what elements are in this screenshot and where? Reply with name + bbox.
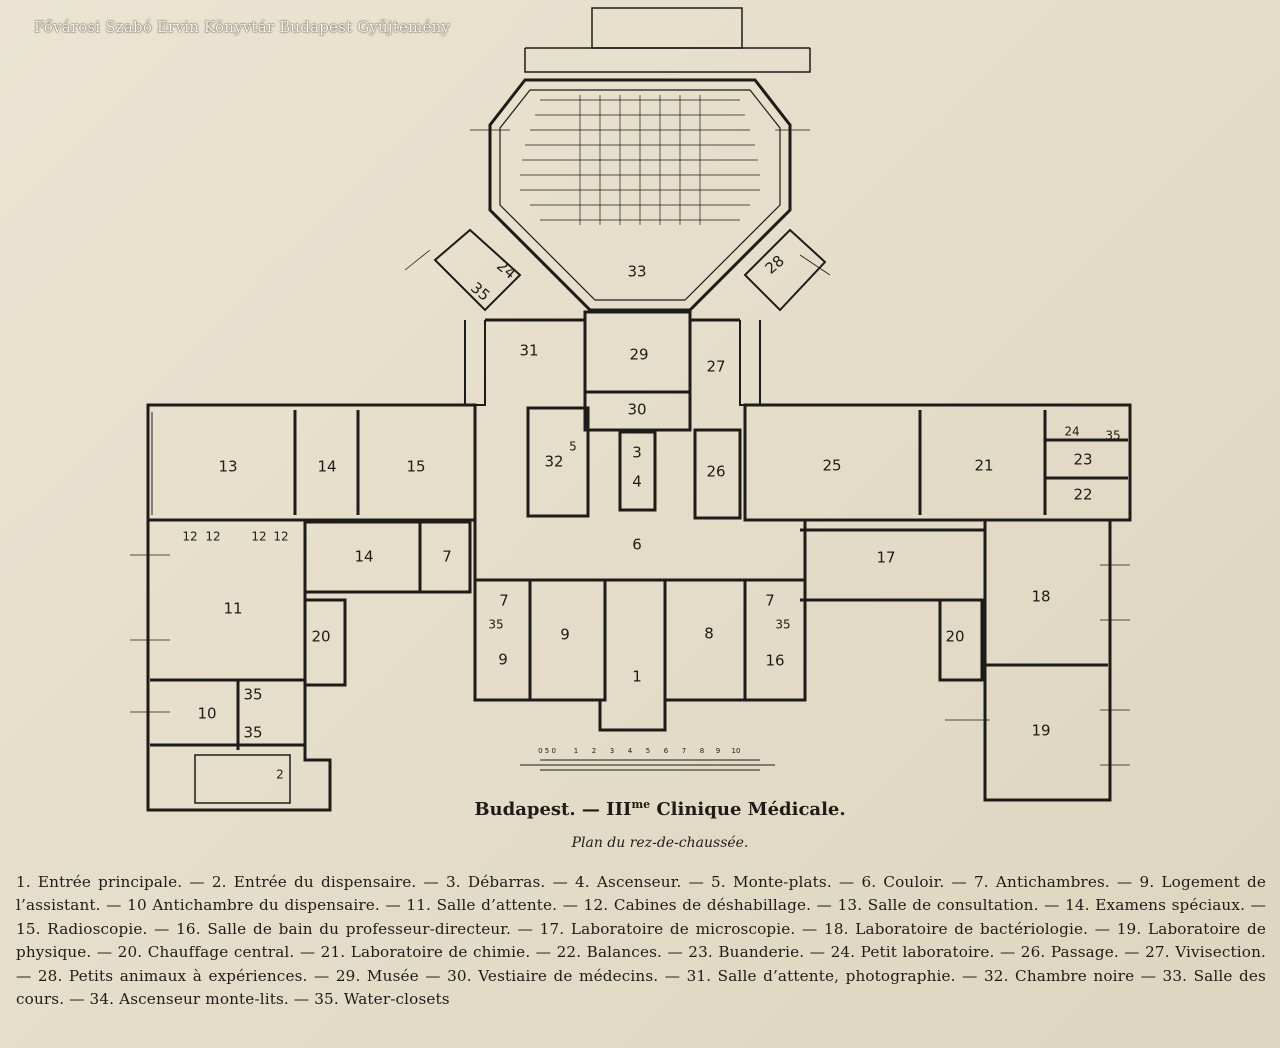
lecture-hall-seating xyxy=(520,95,760,225)
room-32-label: 32 xyxy=(544,453,563,471)
room-14-label-top: 14 xyxy=(317,458,336,476)
room-20-label-left: 20 xyxy=(311,628,330,646)
room-12b-label: 12 xyxy=(205,530,220,544)
plan-walls xyxy=(146,7,1132,812)
room-27-label: 27 xyxy=(706,358,725,376)
scale-tick-10: 10 xyxy=(732,747,741,755)
room-24-label-right: 24 xyxy=(1064,425,1079,439)
plan-title-rest: Clinique Médicale. xyxy=(650,799,846,820)
room-7-label-center-left: 7 xyxy=(499,592,509,610)
scale-bar-labels: 0 5 0 1 2 3 4 5 6 7 8 9 10 xyxy=(538,747,740,755)
scale-tick-2: 2 xyxy=(592,747,596,755)
plan-subtitle: Plan du rez-de-chaussée. xyxy=(571,835,749,851)
room-35-label-center-left: 35 xyxy=(488,618,503,632)
room-35-label-lower-b: 35 xyxy=(243,724,262,742)
room-21-label: 21 xyxy=(974,457,993,475)
room-8-label: 8 xyxy=(704,625,714,643)
room-10-label: 10 xyxy=(197,705,216,723)
scale-tick-7: 7 xyxy=(682,747,686,755)
library-watermark: Fővárosi Szabó Ervin Könyvtár Budapest G… xyxy=(34,18,451,36)
dimension-marks xyxy=(130,129,1130,766)
scale-tick-0: 0 5 0 xyxy=(538,747,556,755)
room-14-label-bottom: 14 xyxy=(354,548,373,566)
room-9-label-small: 9 xyxy=(498,651,508,669)
room-35-label-top: 35 xyxy=(467,279,493,305)
room-23-label: 23 xyxy=(1073,451,1092,469)
scale-tick-1: 1 xyxy=(574,747,578,755)
plan-title: Budapest. — IIIme Clinique Médicale. xyxy=(0,798,1280,820)
room-7-label-left: 7 xyxy=(442,548,452,566)
room-legend: 1. Entrée principale. — 2. Entrée du dis… xyxy=(16,873,1266,1009)
room-31-label: 31 xyxy=(519,342,538,360)
room-20-label-right: 20 xyxy=(945,628,964,646)
room-35-label-lower-a: 35 xyxy=(243,686,262,704)
room-30-label: 30 xyxy=(627,401,646,419)
room-3-label: 3 xyxy=(632,444,642,462)
scale-tick-9: 9 xyxy=(716,747,720,755)
scale-tick-3: 3 xyxy=(610,747,614,755)
room-6-label: 6 xyxy=(632,536,642,554)
room-16-label: 16 xyxy=(765,652,784,670)
room-numbers: 33 28 24 35 31 29 27 30 3 4 5 32 26 13 1… xyxy=(182,252,1120,782)
room-13-label: 13 xyxy=(218,458,237,476)
room-11-label: 11 xyxy=(223,600,242,618)
room-4-label: 4 xyxy=(632,473,642,491)
scale-tick-5: 5 xyxy=(646,747,650,755)
room-9-label-main: 9 xyxy=(560,626,570,644)
room-25-label: 25 xyxy=(822,457,841,475)
room-29-label: 29 xyxy=(629,346,648,364)
scale-tick-6: 6 xyxy=(664,747,669,755)
room-12c-label: 12 xyxy=(251,530,266,544)
room-19-label: 19 xyxy=(1031,722,1050,740)
plan-title-main: Budapest. — III xyxy=(474,799,632,820)
room-12d-label: 12 xyxy=(273,530,288,544)
room-15-label: 15 xyxy=(406,458,425,476)
room-33-label: 33 xyxy=(627,263,646,281)
room-5-label: 5 xyxy=(569,440,577,454)
room-1-label: 1 xyxy=(632,668,642,686)
room-2-label: 2 xyxy=(276,768,284,782)
room-35-label-right: 35 xyxy=(1105,429,1120,443)
room-18-label: 18 xyxy=(1031,588,1050,606)
room-7-label-center-right: 7 xyxy=(765,592,775,610)
room-22-label: 22 xyxy=(1073,486,1092,504)
room-17-label: 17 xyxy=(876,549,895,567)
room-12a-label: 12 xyxy=(182,530,197,544)
room-26-label: 26 xyxy=(706,463,725,481)
scale-tick-8: 8 xyxy=(700,747,704,755)
plan-title-superscript: me xyxy=(631,798,651,811)
room-35-label-center-right: 35 xyxy=(775,618,790,632)
scale-tick-4: 4 xyxy=(628,747,633,755)
